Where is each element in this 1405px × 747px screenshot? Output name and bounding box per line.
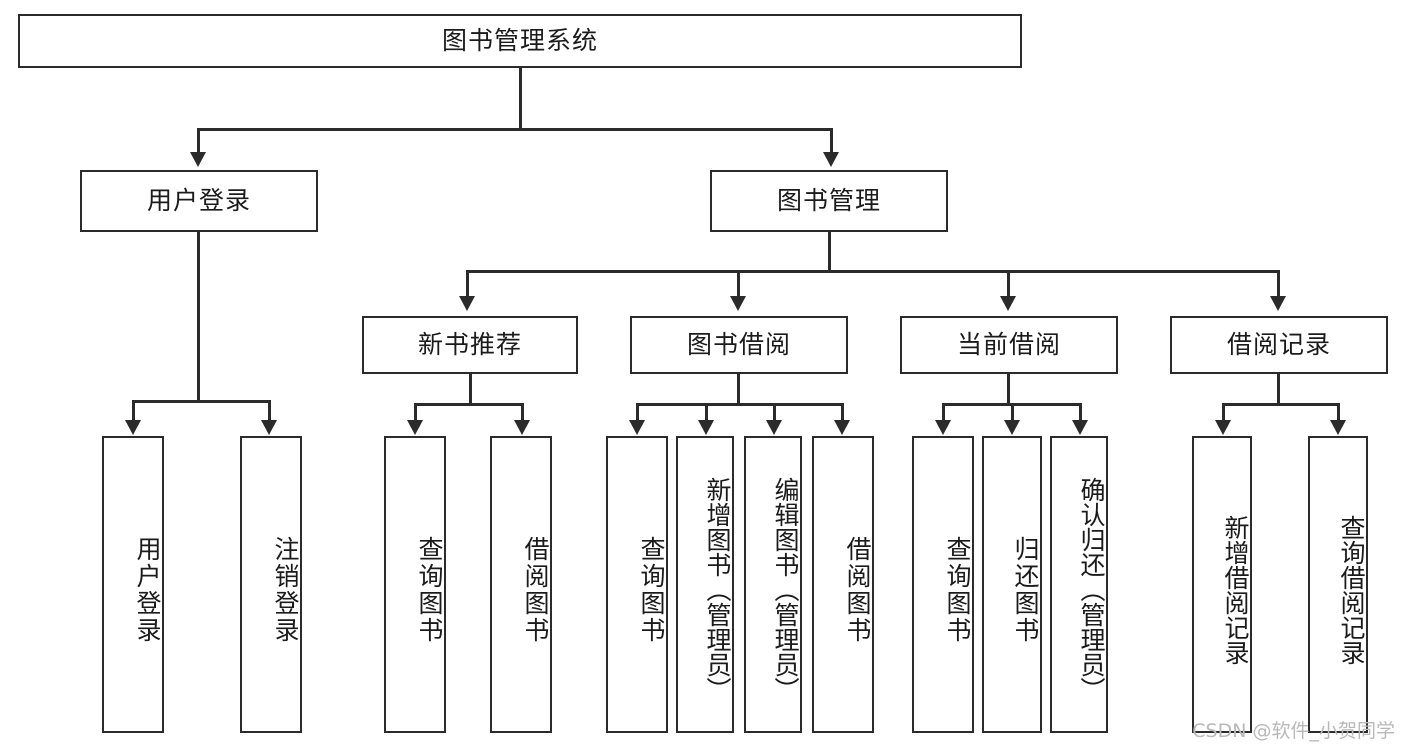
node-label: 注销登录 (271, 535, 300, 644)
connector-bb-drop-1 (636, 403, 639, 420)
leaf-confirm-return-admin[interactable]: 确认归还（管理员） (1050, 436, 1108, 733)
arrow-down-icon (730, 296, 746, 311)
connector-user-login-bus (132, 400, 270, 403)
connector-bb-drop-2 (705, 403, 708, 420)
node-label: 新书推荐 (417, 330, 522, 360)
leaf-edit-book-admin[interactable]: 编辑图书（管理员） (744, 436, 802, 733)
node-label: 确认归还（管理员） (1077, 477, 1106, 702)
node-label: 归还图书 (1011, 535, 1040, 644)
connector-cb-drop-1 (942, 403, 945, 420)
leaf-user-login[interactable]: 用户登录 (102, 436, 164, 733)
connector-br-drop-1 (1222, 403, 1225, 420)
connector-user-login-stem (197, 232, 200, 400)
watermark: CSDN @软件_小贺同学 (1192, 720, 1395, 742)
node-label: 查询借阅记录 (1337, 514, 1366, 665)
connector-bm-drop-3 (1007, 270, 1010, 296)
arrow-down-icon (125, 420, 141, 435)
leaf-borrow-book-new-recommend[interactable]: 借阅图书 (490, 436, 552, 733)
arrow-down-icon (407, 420, 423, 435)
connector-br-bus (1222, 403, 1340, 406)
node-current-borrow[interactable]: 当前借阅 (900, 316, 1118, 374)
connector-root-bus (197, 128, 833, 131)
node-label: 新增图书（管理员） (703, 477, 732, 702)
arrow-down-icon (1330, 420, 1346, 435)
leaf-logout-login[interactable]: 注销登录 (240, 436, 302, 733)
leaf-add-borrow-record[interactable]: 新增借阅记录 (1192, 436, 1252, 733)
connector-book-management-bus (466, 270, 1280, 273)
node-label: 用户登录 (146, 186, 251, 216)
leaf-add-book-admin[interactable]: 新增图书（管理员） (676, 436, 734, 733)
node-new-book-recommend[interactable]: 新书推荐 (362, 316, 578, 374)
connector-bm-drop-1 (466, 270, 469, 296)
connector-bm-drop-2 (737, 270, 740, 296)
arrow-down-icon (935, 420, 951, 435)
connector-root-to-user-login (197, 128, 200, 152)
arrow-down-icon (698, 420, 714, 435)
leaf-query-book-current[interactable]: 查询图书 (912, 436, 974, 733)
leaf-query-book-borrow[interactable]: 查询图书 (606, 436, 668, 733)
arrow-down-icon (190, 152, 206, 167)
node-label: 查询图书 (637, 535, 666, 644)
connector-bm-drop-4 (1277, 270, 1280, 296)
arrow-down-icon (459, 296, 475, 311)
node-book-management[interactable]: 图书管理 (710, 170, 948, 232)
connector-cb-drop-3 (1079, 403, 1082, 420)
node-label: 查询图书 (415, 535, 444, 644)
connector-cb-drop-2 (1011, 403, 1014, 420)
connector-root-to-book-management (830, 128, 833, 152)
connector-bb-stem (737, 374, 740, 403)
connector-book-management-stem (828, 232, 831, 270)
arrow-down-icon (1000, 296, 1016, 311)
node-user-login[interactable]: 用户登录 (80, 170, 318, 232)
connector-bb-bus (636, 403, 844, 406)
arrow-down-icon (1270, 296, 1286, 311)
node-label: 图书管理 (776, 186, 881, 216)
node-root-library-system[interactable]: 图书管理系统 (18, 14, 1022, 68)
leaf-return-book[interactable]: 归还图书 (982, 436, 1042, 733)
arrow-down-icon (261, 420, 277, 435)
connector-br-drop-2 (1337, 403, 1340, 420)
arrow-down-icon (1004, 420, 1020, 435)
connector-bb-drop-3 (773, 403, 776, 420)
connector-nbr-drop-1 (414, 403, 417, 420)
node-label: 当前借阅 (956, 330, 1061, 360)
leaf-borrow-book-borrow[interactable]: 借阅图书 (812, 436, 874, 733)
node-label: 新增借阅记录 (1221, 514, 1250, 665)
node-label: 借阅图书 (521, 535, 550, 644)
connector-user-login-drop-1 (132, 400, 135, 420)
connector-br-stem (1277, 374, 1280, 403)
arrow-down-icon (834, 420, 850, 435)
arrow-down-icon (629, 420, 645, 435)
node-label: 用户登录 (133, 535, 162, 644)
node-label: 图书管理系统 (441, 26, 598, 56)
connector-user-login-drop-2 (268, 400, 271, 420)
arrow-down-icon (1072, 420, 1088, 435)
arrow-down-icon (514, 420, 530, 435)
leaf-query-book-new-recommend[interactable]: 查询图书 (384, 436, 446, 733)
connector-nbr-bus (414, 403, 524, 406)
node-label: 借阅图书 (843, 535, 872, 644)
connector-root-stem (519, 68, 522, 128)
arrow-down-icon (1215, 420, 1231, 435)
connector-cb-stem (1007, 374, 1010, 403)
node-label: 借阅记录 (1226, 330, 1331, 360)
node-borrow-record[interactable]: 借阅记录 (1170, 316, 1388, 374)
node-label: 查询图书 (943, 535, 972, 644)
connector-nbr-drop-2 (521, 403, 524, 420)
node-book-borrow[interactable]: 图书借阅 (630, 316, 848, 374)
node-label: 编辑图书（管理员） (771, 477, 800, 702)
arrow-down-icon (823, 152, 839, 167)
connector-bb-drop-4 (841, 403, 844, 420)
node-label: 图书借阅 (686, 330, 791, 360)
arrow-down-icon (766, 420, 782, 435)
connector-nbr-stem (469, 374, 472, 403)
leaf-query-borrow-record[interactable]: 查询借阅记录 (1308, 436, 1368, 733)
